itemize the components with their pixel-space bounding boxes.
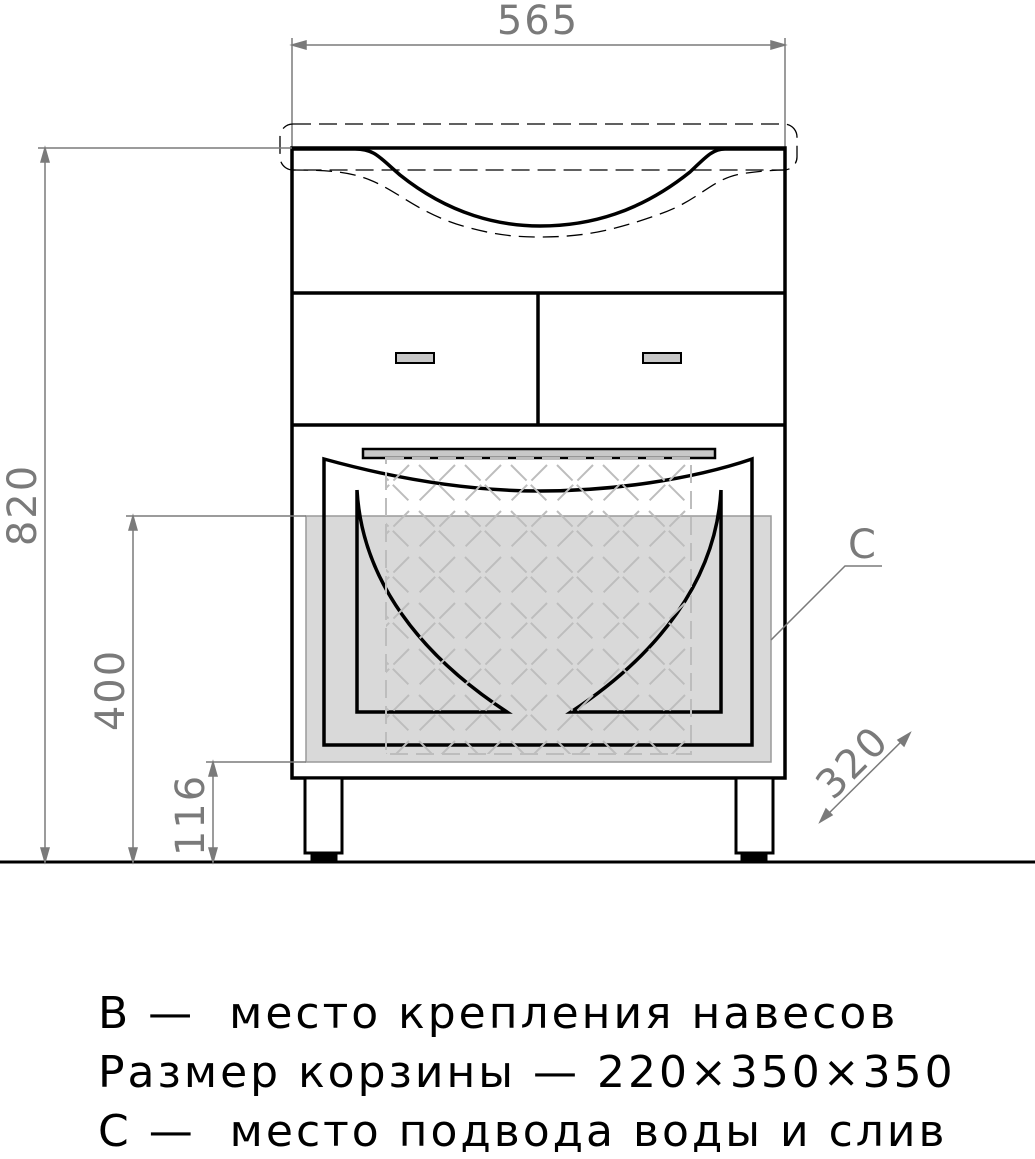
- dimension-width: [289, 38, 788, 150]
- dimension-height-lines: [38, 145, 306, 865]
- note-line-basket-size: Размер корзины — 220×350×350: [98, 1047, 956, 1098]
- legs: [303, 776, 775, 863]
- sink-bowl-curve: [292, 147, 785, 228]
- dimension-depth-lines: [818, 731, 912, 824]
- callout-c-label: С: [848, 522, 878, 568]
- basket-outline: [385, 457, 692, 755]
- dimension-leg-label: 116: [168, 774, 214, 856]
- note-line-b: В — место крепления навесов: [98, 988, 899, 1039]
- countertop-outline: [279, 123, 798, 171]
- dimension-width-label: 565: [497, 0, 579, 44]
- dimension-height-label: 820: [0, 464, 46, 546]
- door-handle-bar[interactable]: [361, 447, 717, 460]
- dimension-basket-label: 400: [88, 649, 134, 731]
- sink-bowl-dashed: [291, 169, 786, 238]
- note-line-c: С — место подвода воды и слив: [98, 1106, 948, 1157]
- dimension-depth-label: 320: [807, 717, 898, 808]
- drawer-handle-right[interactable]: [642, 352, 682, 364]
- cabinet-body: [290, 146, 787, 780]
- callout-c-leader: [770, 565, 882, 641]
- drawer-handle-left[interactable]: [395, 352, 435, 364]
